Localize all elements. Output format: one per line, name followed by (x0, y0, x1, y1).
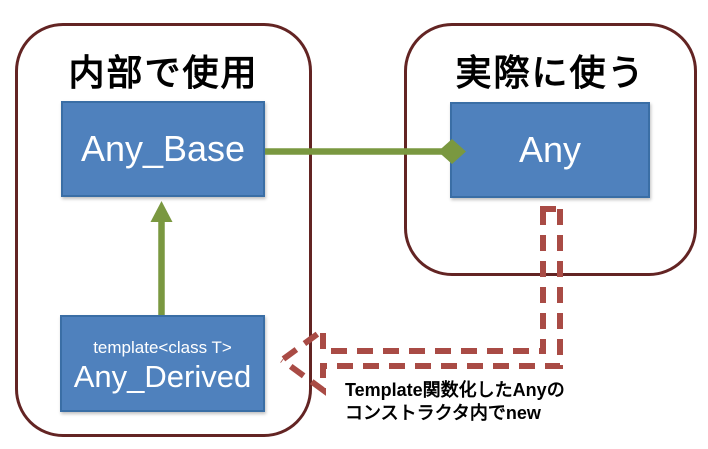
node-any-derived-stereotype: template<class T> (93, 337, 232, 357)
node-any: Any (450, 102, 650, 198)
node-any-label: Any (518, 129, 582, 171)
group-actual-use-title: 実際に使う (455, 52, 646, 93)
dashed-arrow-annotation: Template関数化したAnyの コンストラクタ内でnew (345, 379, 565, 425)
node-any-derived: template<class T> Any_Derived (60, 315, 265, 412)
node-any-derived-label: Any_Derived (73, 358, 252, 394)
node-any-base: Any_Base (61, 101, 265, 197)
node-any-base-label: Any_Base (80, 128, 246, 170)
annotation-line-1: Template関数化したAnyの (345, 380, 565, 400)
group-internal-use-title: 内部で使用 (68, 52, 259, 93)
annotation-line-2: コンストラクタ内でnew (345, 403, 541, 423)
